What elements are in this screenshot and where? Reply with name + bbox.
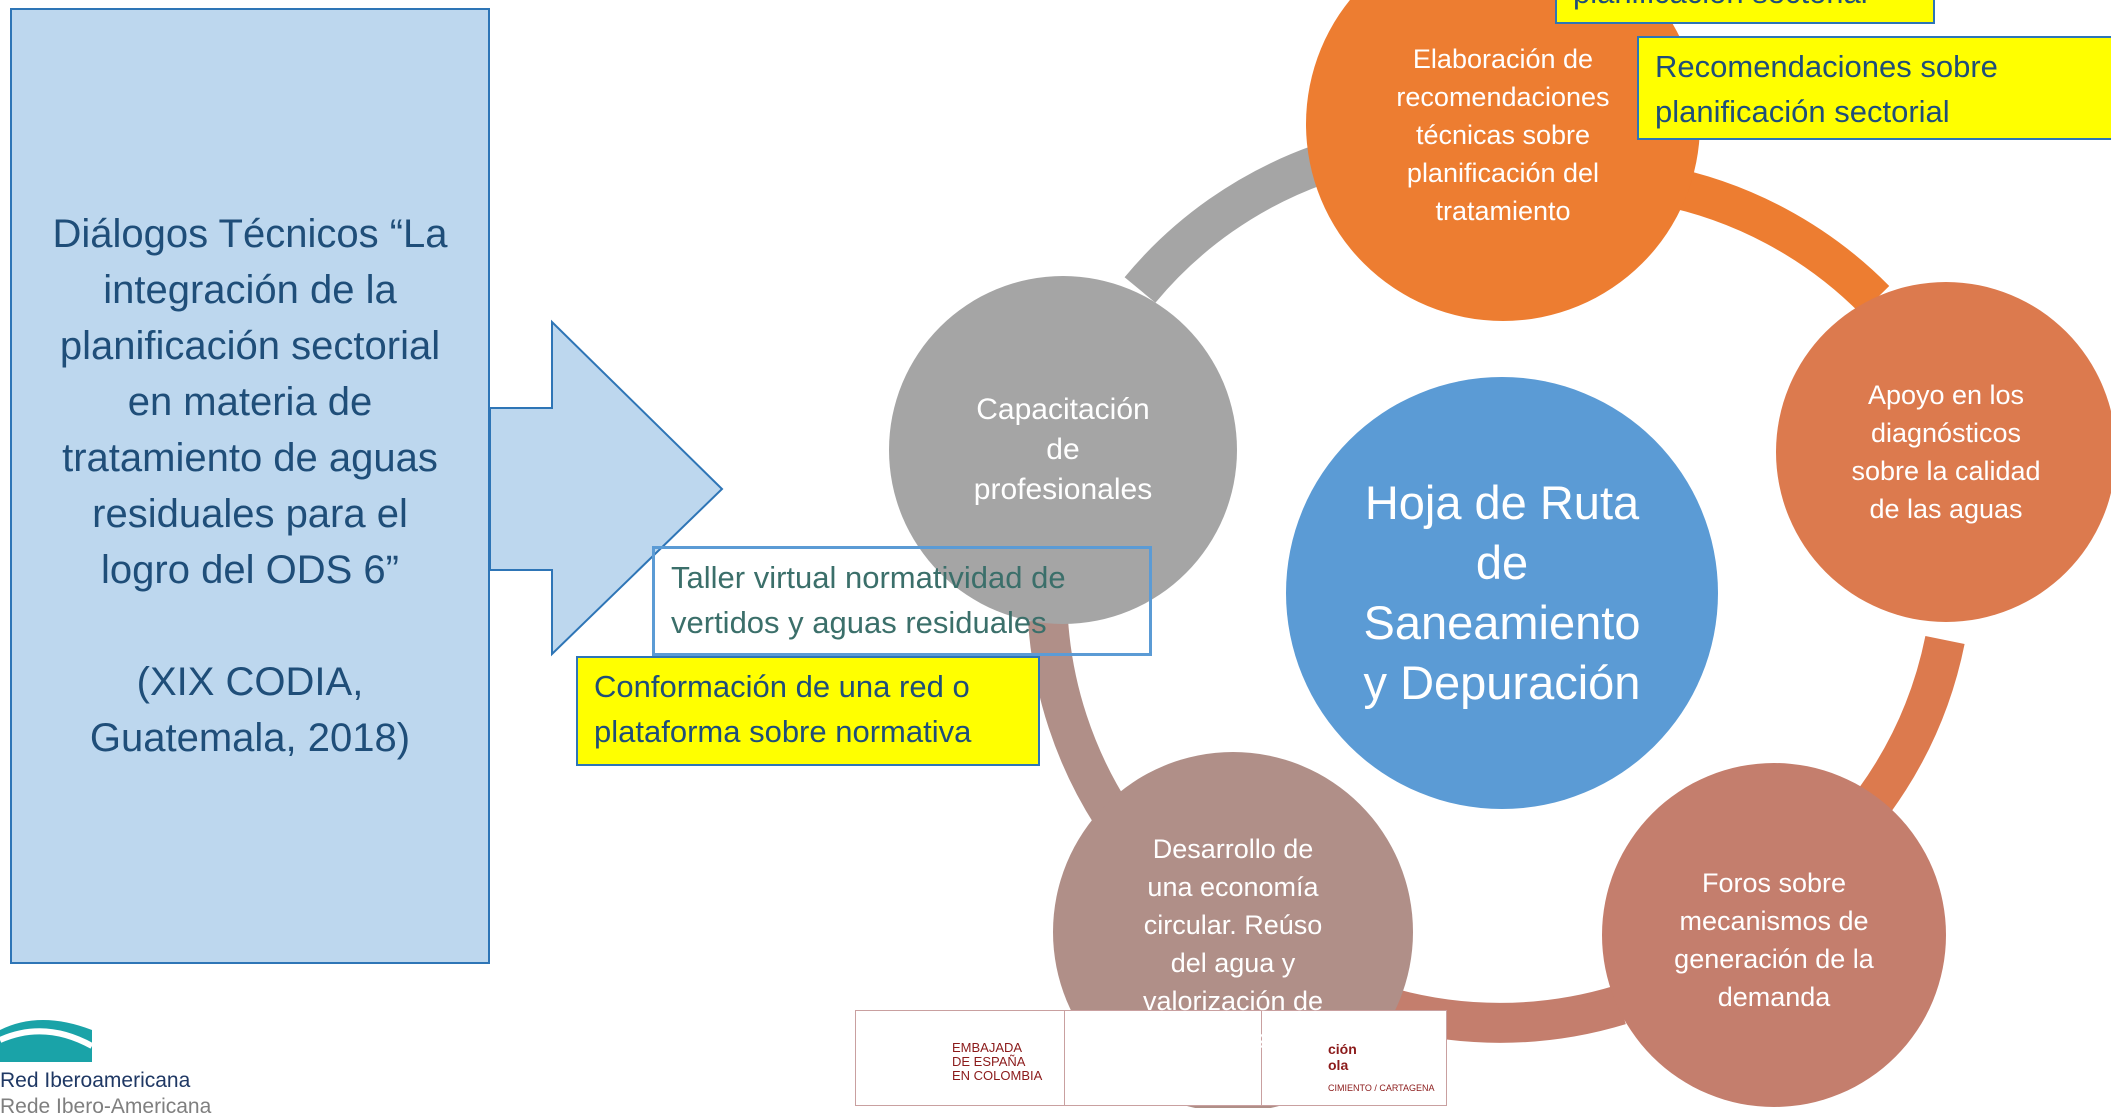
title-line: integración de la: [103, 268, 397, 312]
circle-center: [1286, 377, 1718, 809]
ring-segment-top-left: [1124, 146, 1325, 303]
ring-segment-right: [1858, 635, 1965, 812]
subtitle-line: (XIX CODIA,: [136, 660, 364, 704]
embassy-label: EMBAJADA DE ESPAÑA EN COLOMBIA: [952, 1040, 1043, 1083]
title-line: tratamiento de aguas: [62, 436, 438, 480]
circle-bottom-right: [1602, 763, 1946, 1107]
circle-right: [1776, 282, 2111, 622]
note-conformacion-red: Conformación de una red o plataforma sob…: [576, 656, 1040, 766]
roadmap-center-label: Hoja de Ruta de Saneamiento y Depuración: [1363, 476, 1641, 709]
circle-top-label: Elaboración de recomendaciones técnicas …: [1396, 44, 1610, 226]
ring-segment-left: [1028, 618, 1129, 826]
network-logo-text: Red Iberoamericana Rede Ibero-Americana: [0, 1069, 212, 1118]
title-line: en materia de: [127, 380, 373, 424]
note-top-clipped: planificación sectorial: [1555, 0, 1935, 24]
note-taller-virtual: Taller virtual normatividad de vertidos …: [652, 546, 1152, 656]
dialogue-title-box: Diálogos Técnicos “La integración de la …: [10, 8, 490, 964]
arrow-shape: [489, 319, 724, 657]
circle-bottom-left-label: Desarrollo de una economía circular. Reú…: [1142, 834, 1324, 1054]
subtitle-line: Guatemala, 2018): [89, 716, 411, 760]
sponsor-logo-strip: EMBAJADA DE ESPAÑA EN COLOMBIA ción ola …: [855, 1010, 1447, 1106]
circle-left: [889, 276, 1237, 624]
title-line: residuales para el: [92, 492, 408, 536]
title-line: planificación sectorial: [59, 324, 441, 368]
ring-segment-top-right: [1656, 165, 1890, 315]
title-line: logro del ODS 6”: [101, 548, 399, 592]
cooperation-sublabel: CIMIENTO / CARTAGENA: [1328, 1083, 1435, 1093]
circle-left-label: Capacitación de profesionales: [973, 393, 1153, 506]
note-recomendaciones: Recomendaciones sobre planificación sect…: [1637, 36, 2111, 140]
title-line: Diálogos Técnicos “La: [52, 212, 448, 256]
circle-right-label: Apoyo en los diagnósticos sobre la calid…: [1851, 380, 2041, 524]
circle-bottom-right-label: Foros sobre mecanismos de generación de …: [1674, 868, 1874, 1012]
circle-top: [1306, 0, 1700, 321]
cooperation-label: ción ola: [1328, 1041, 1357, 1073]
